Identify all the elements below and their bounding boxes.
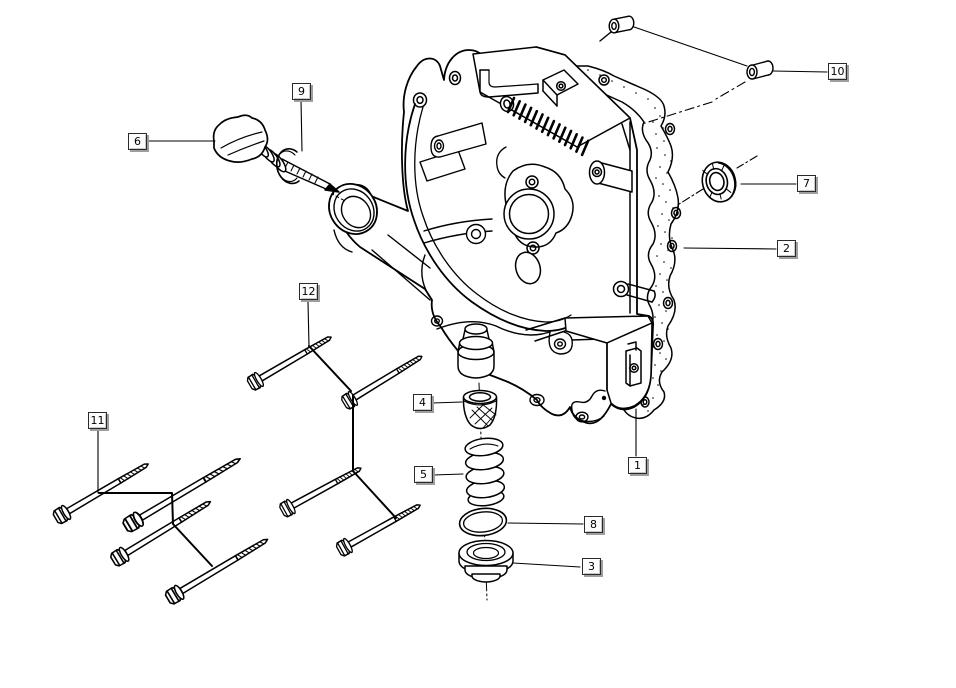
callout-number: 2	[783, 242, 790, 255]
callout-number: 1	[634, 459, 641, 472]
bolt	[163, 531, 273, 607]
bolt-group-12	[245, 329, 427, 559]
dowel-pin	[608, 15, 635, 34]
dowel-pins-group	[599, 15, 774, 125]
callout-leader-lines	[97, 70, 828, 568]
callout-10[interactable]: 10	[828, 63, 847, 80]
callout-number: 11	[90, 414, 105, 427]
oil-strainer-cup	[462, 389, 498, 430]
callout-number: 12	[301, 285, 316, 298]
bolt	[277, 460, 366, 520]
callout-12[interactable]: 12	[299, 283, 318, 300]
callout-2[interactable]: 2	[777, 240, 796, 257]
o-ring	[458, 507, 508, 537]
callout-number: 5	[420, 468, 427, 481]
bottom-right-block	[525, 315, 653, 410]
callout-number: 7	[803, 177, 810, 190]
bolt-group-11	[50, 451, 273, 607]
callout-8[interactable]: 8	[584, 516, 603, 533]
dowel-pin	[746, 60, 774, 80]
stud-hatching	[506, 96, 590, 157]
callout-7[interactable]: 7	[797, 175, 816, 192]
bolt-connector-line	[308, 345, 352, 392]
right-frame	[588, 121, 656, 314]
spring	[464, 437, 506, 507]
filler-neck	[328, 183, 378, 235]
oil-seal	[675, 155, 758, 207]
drain-plug-stack	[458, 382, 514, 601]
bolt-connector-line	[98, 492, 213, 567]
gasket-stipple-texture	[587, 69, 674, 412]
callout-6[interactable]: 6	[128, 133, 147, 150]
crankcase-cover-body	[328, 46, 656, 425]
callout-number: 9	[298, 85, 305, 98]
callout-3[interactable]: 3	[582, 558, 601, 575]
drain-boss	[457, 323, 495, 379]
bolt	[334, 497, 425, 559]
callout-number: 6	[134, 135, 141, 148]
callout-5[interactable]: 5	[414, 466, 433, 483]
callout-9[interactable]: 9	[292, 83, 311, 100]
top-bracket	[472, 46, 631, 157]
callout-11[interactable]: 11	[88, 412, 107, 429]
callout-number: 3	[588, 560, 595, 573]
callout-number: 4	[419, 396, 426, 409]
drain-cap	[458, 539, 514, 583]
retaining-clip	[276, 148, 300, 185]
bolt-connector-line	[352, 394, 397, 519]
center-bearing-boss	[496, 146, 574, 285]
callout-4[interactable]: 4	[413, 394, 432, 411]
dipstick-rod	[277, 158, 340, 196]
callout-number: 10	[830, 65, 845, 78]
callout-1[interactable]: 1	[628, 457, 647, 474]
callout-number: 8	[590, 518, 597, 531]
oil-filler-cap-group	[212, 114, 346, 202]
